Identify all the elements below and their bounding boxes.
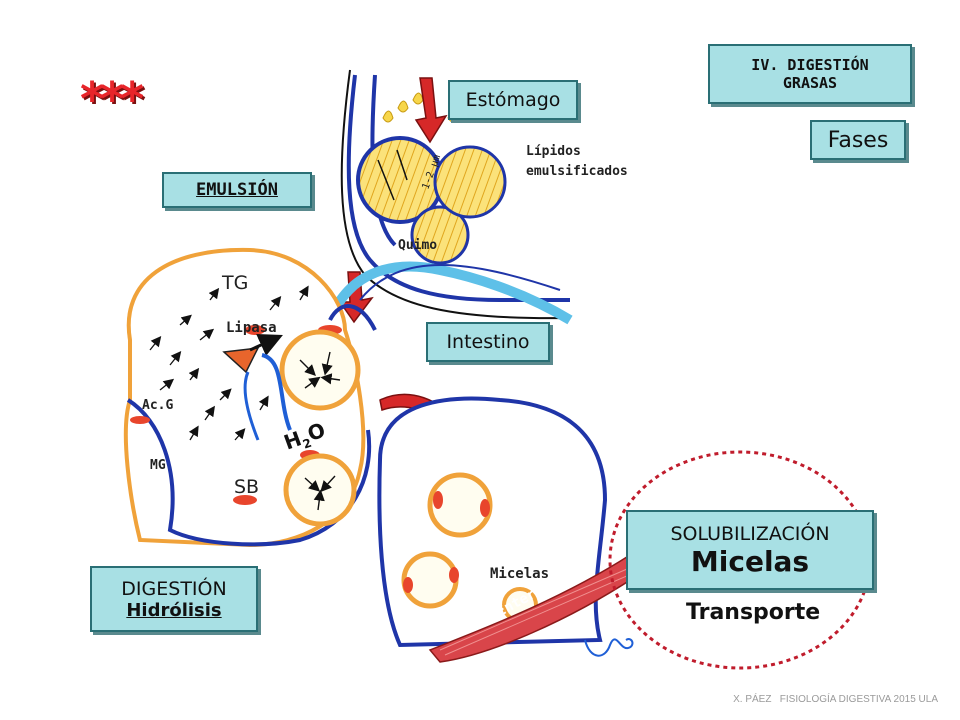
lipids-label-line1: Lípidos (526, 144, 581, 159)
solubilization-title: SOLUBILIZACIÓN (670, 522, 830, 545)
intestine-box: Intestino (426, 322, 550, 362)
intestine-tube (325, 261, 573, 325)
solubilization-subtitle: Micelas (690, 544, 810, 578)
lipids-label: Lípidos emulsificados (526, 142, 628, 182)
micelles-label: Micelas (490, 566, 550, 582)
stomach-label: Estómago (465, 89, 561, 111)
stomach-box: Estómago (448, 80, 578, 120)
hydrolysed-droplets (279, 329, 361, 527)
section-title-line1: IV. DIGESTIÓN (751, 56, 869, 74)
solubilization-box: SOLUBILIZACIÓN Micelas (626, 510, 874, 590)
intestine-label: Intestino (446, 331, 530, 353)
arrow-into-stomach (414, 77, 448, 144)
bile-salts-label: SB (234, 476, 260, 498)
chyme-label: Quimo (398, 238, 438, 253)
stars-mark: *** (80, 72, 144, 126)
micelle (427, 472, 493, 538)
phases-box: Fases (810, 120, 906, 160)
tg-label: TG (222, 272, 249, 294)
lipase-enzyme (222, 334, 292, 441)
intestine-lumen-right (377, 396, 608, 648)
emulsion-box: EMULSIÓN (162, 172, 312, 208)
mg-label: MG (150, 458, 166, 473)
lipase-label: Lipasa (226, 320, 277, 336)
fatty-acid-ticks (149, 285, 309, 441)
emulsion-label: EMULSIÓN (196, 180, 278, 200)
lipids-label-line2: emulsificados (526, 164, 628, 179)
phases-label: Fases (827, 127, 889, 153)
digestion-subtitle: Hidrólisis (126, 599, 222, 621)
fatty-acid-label: Ac.G (142, 398, 174, 413)
digestion-box: DIGESTIÓN Hidrólisis (90, 566, 258, 632)
lipid-droplets (356, 136, 507, 265)
footer-credit: X. PÁEZ FISIOLOGÍA DIGESTIVA 2015 ULA (733, 694, 938, 705)
digestion-title: DIGESTIÓN (121, 577, 227, 600)
section-title-line2: GRASAS (782, 74, 838, 92)
transport-label: Transporte (686, 600, 821, 625)
section-title-box: IV. DIGESTIÓN GRASAS (708, 44, 912, 104)
signature (584, 638, 634, 657)
